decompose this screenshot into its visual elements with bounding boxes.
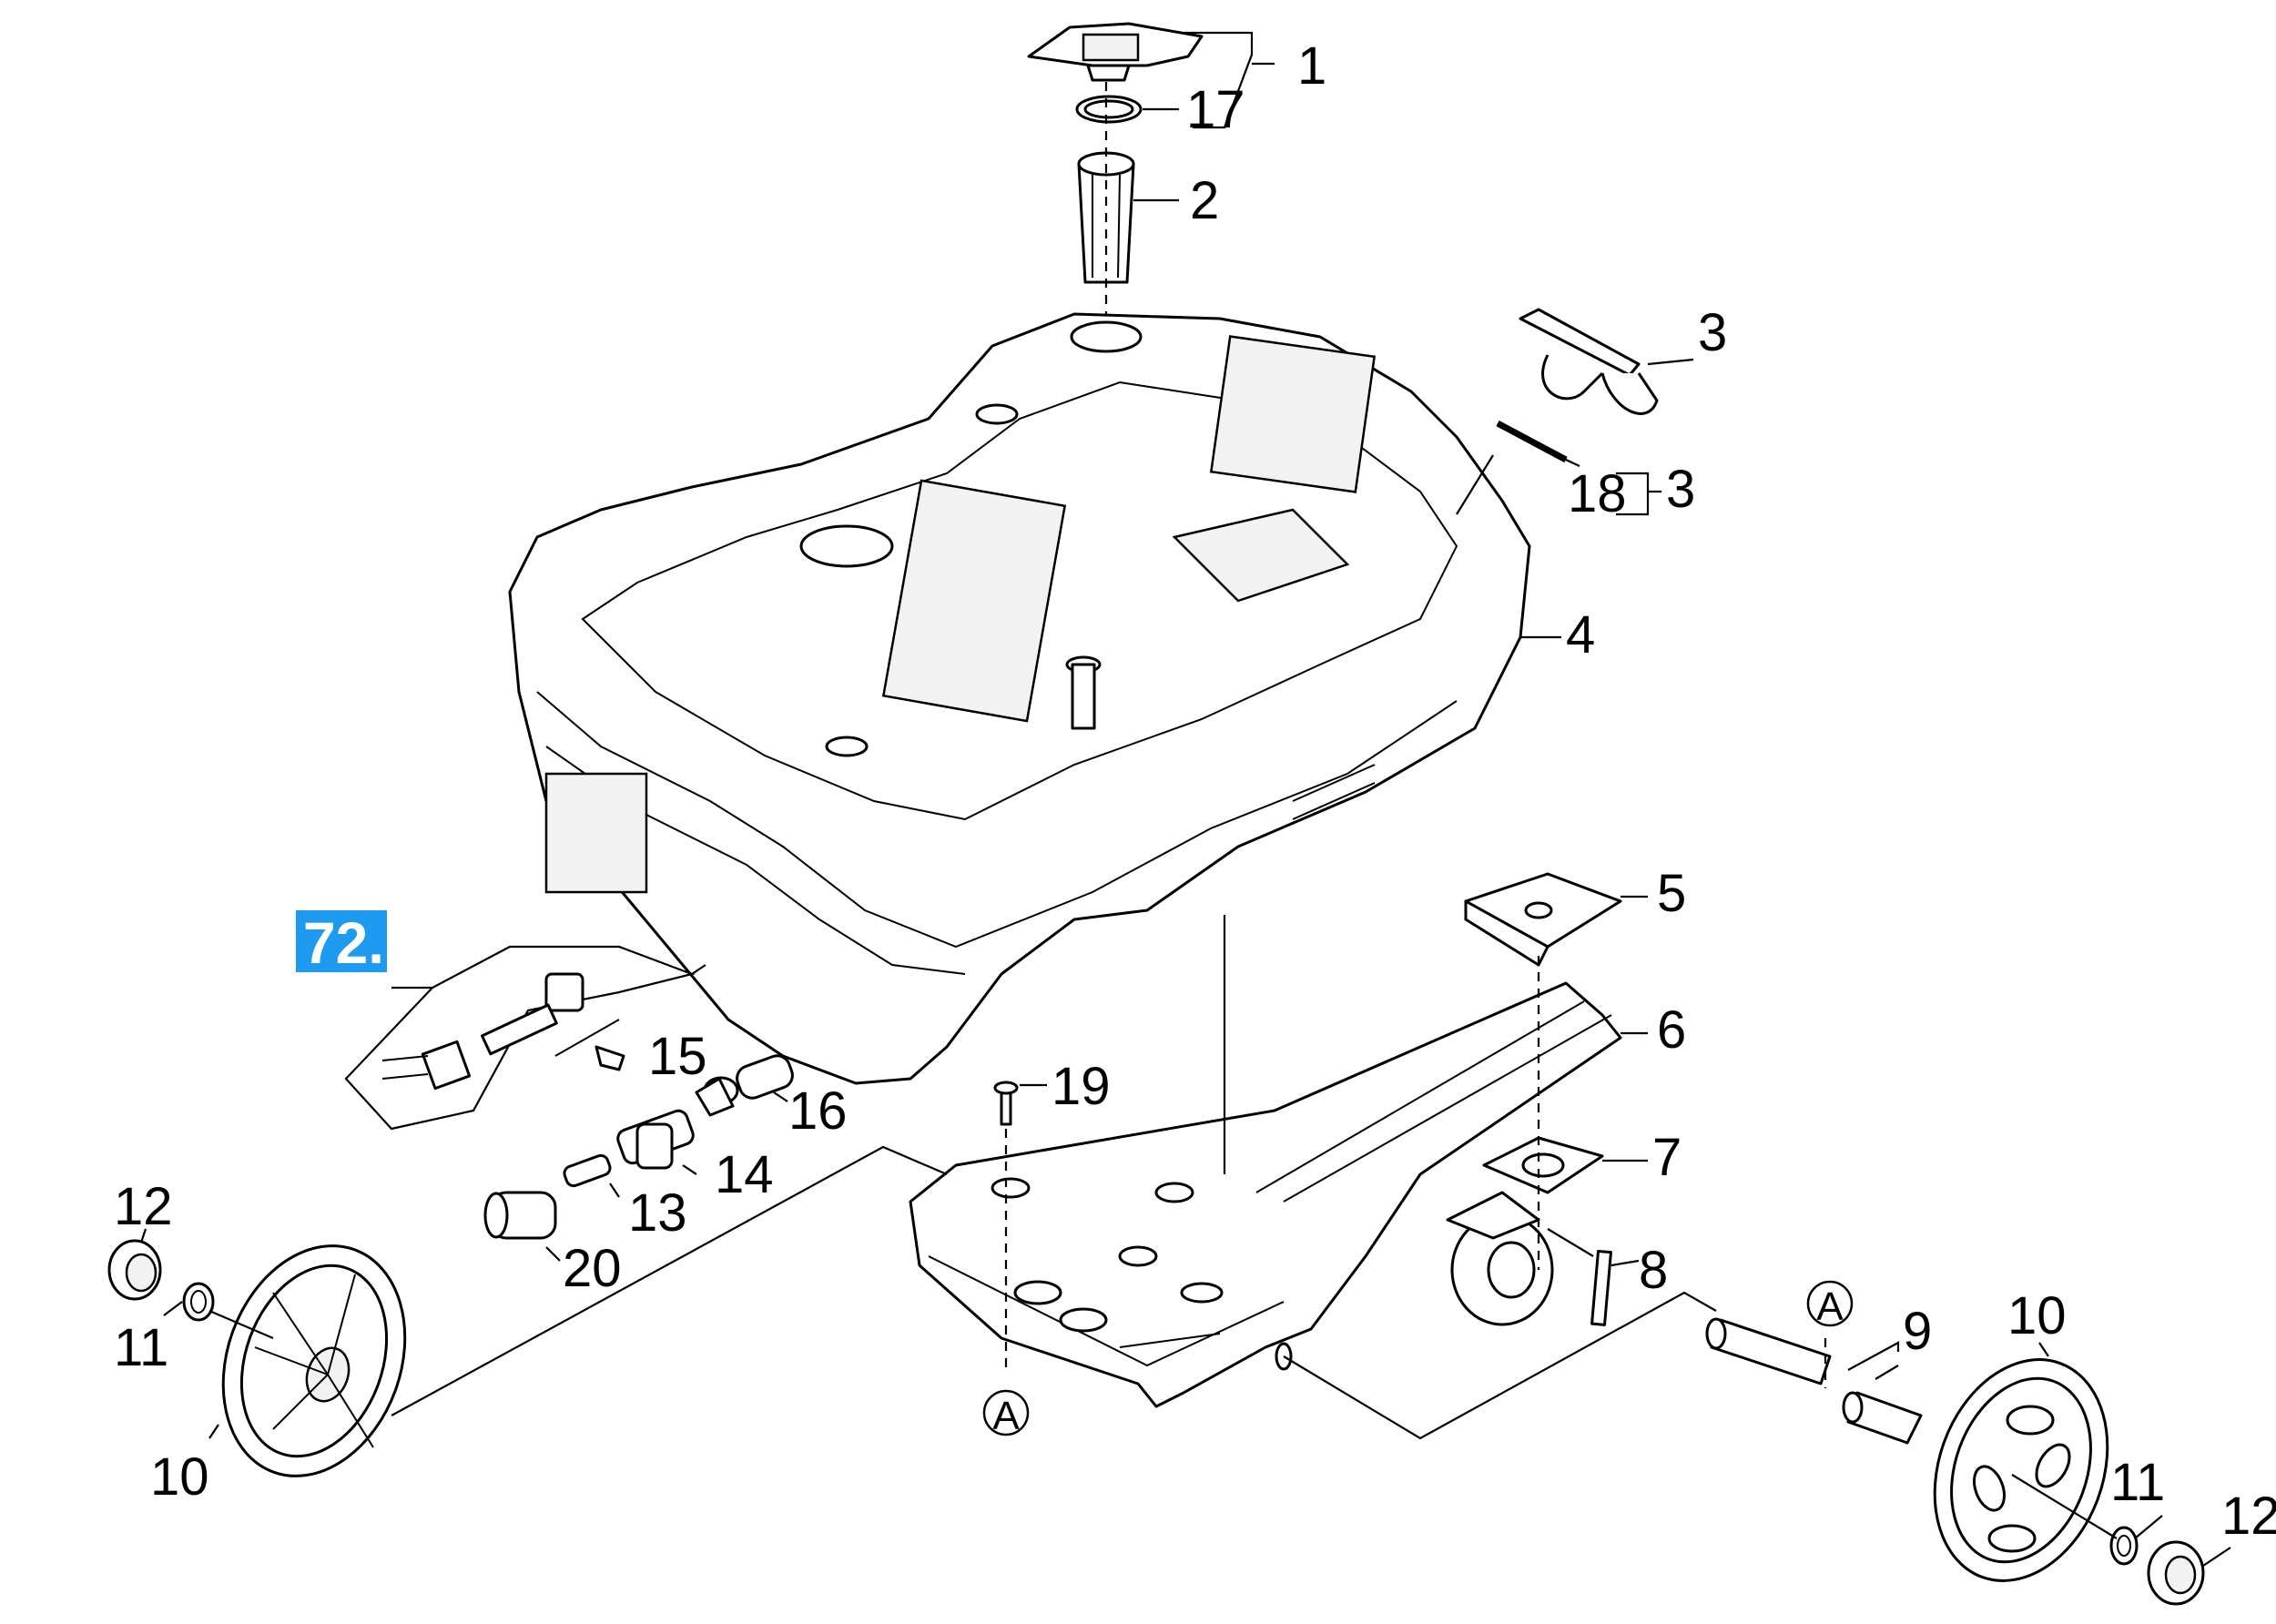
callout-7: 7 xyxy=(1652,1128,1682,1187)
callout-3a: 3 xyxy=(1698,303,1727,362)
callout-16: 16 xyxy=(788,1081,848,1141)
callout-5: 5 xyxy=(1657,864,1686,923)
svg-text:A: A xyxy=(1816,1284,1844,1329)
callout-12-left: 12 xyxy=(114,1177,173,1236)
part-fittings xyxy=(483,1054,794,1240)
part-hubcap-left xyxy=(107,1239,215,1322)
part-axle xyxy=(1705,1317,1923,1445)
revision-badge: 72. xyxy=(303,910,384,976)
part-valve-assembly xyxy=(381,972,625,1091)
callout-11-right: 11 xyxy=(2110,1453,2165,1512)
callout-10-right: 10 xyxy=(2007,1286,2067,1345)
svg-text:A: A xyxy=(992,1394,1020,1438)
part-bracket xyxy=(1464,872,1622,967)
callout-8: 8 xyxy=(1639,1241,1668,1300)
part-filter-tube xyxy=(1077,151,1135,284)
callout-6: 6 xyxy=(1657,1000,1686,1060)
callout-10-left: 10 xyxy=(150,1447,209,1507)
part-wheel-left xyxy=(221,1244,407,1477)
callout-9: 9 xyxy=(1903,1302,1932,1361)
callout-19: 19 xyxy=(1052,1057,1111,1116)
ref-marker-a1: A xyxy=(982,1389,1030,1438)
callout-20: 20 xyxy=(563,1239,622,1298)
part-caster-wheel xyxy=(1446,1191,1554,1326)
part-cap xyxy=(1027,22,1204,82)
callout-3b: 3 xyxy=(1666,460,1695,519)
callout-15: 15 xyxy=(648,1027,707,1086)
part-latch xyxy=(1519,308,1694,415)
part-hubcap-right xyxy=(2109,1526,2205,1606)
callout-18: 18 xyxy=(1568,464,1627,523)
callout-13: 13 xyxy=(628,1183,687,1243)
revision-badge-bg xyxy=(296,910,387,972)
callout-4: 4 xyxy=(1566,605,1595,665)
callout-1: 1 xyxy=(1297,36,1326,96)
part-tank-body xyxy=(508,312,1531,1085)
callout-14: 14 xyxy=(715,1145,774,1204)
part-wheel-right xyxy=(1933,1358,2109,1582)
callout-2: 2 xyxy=(1190,171,1219,230)
part-ring xyxy=(1075,95,1143,124)
callout-12-right: 12 xyxy=(2221,1487,2276,1546)
callout-17: 17 xyxy=(1186,80,1245,139)
part-base-plate xyxy=(909,981,1622,1408)
callout-11-left: 11 xyxy=(114,1318,168,1377)
ref-marker-a2: A xyxy=(1806,1280,1854,1329)
part-caster-plate xyxy=(1482,1136,1604,1194)
